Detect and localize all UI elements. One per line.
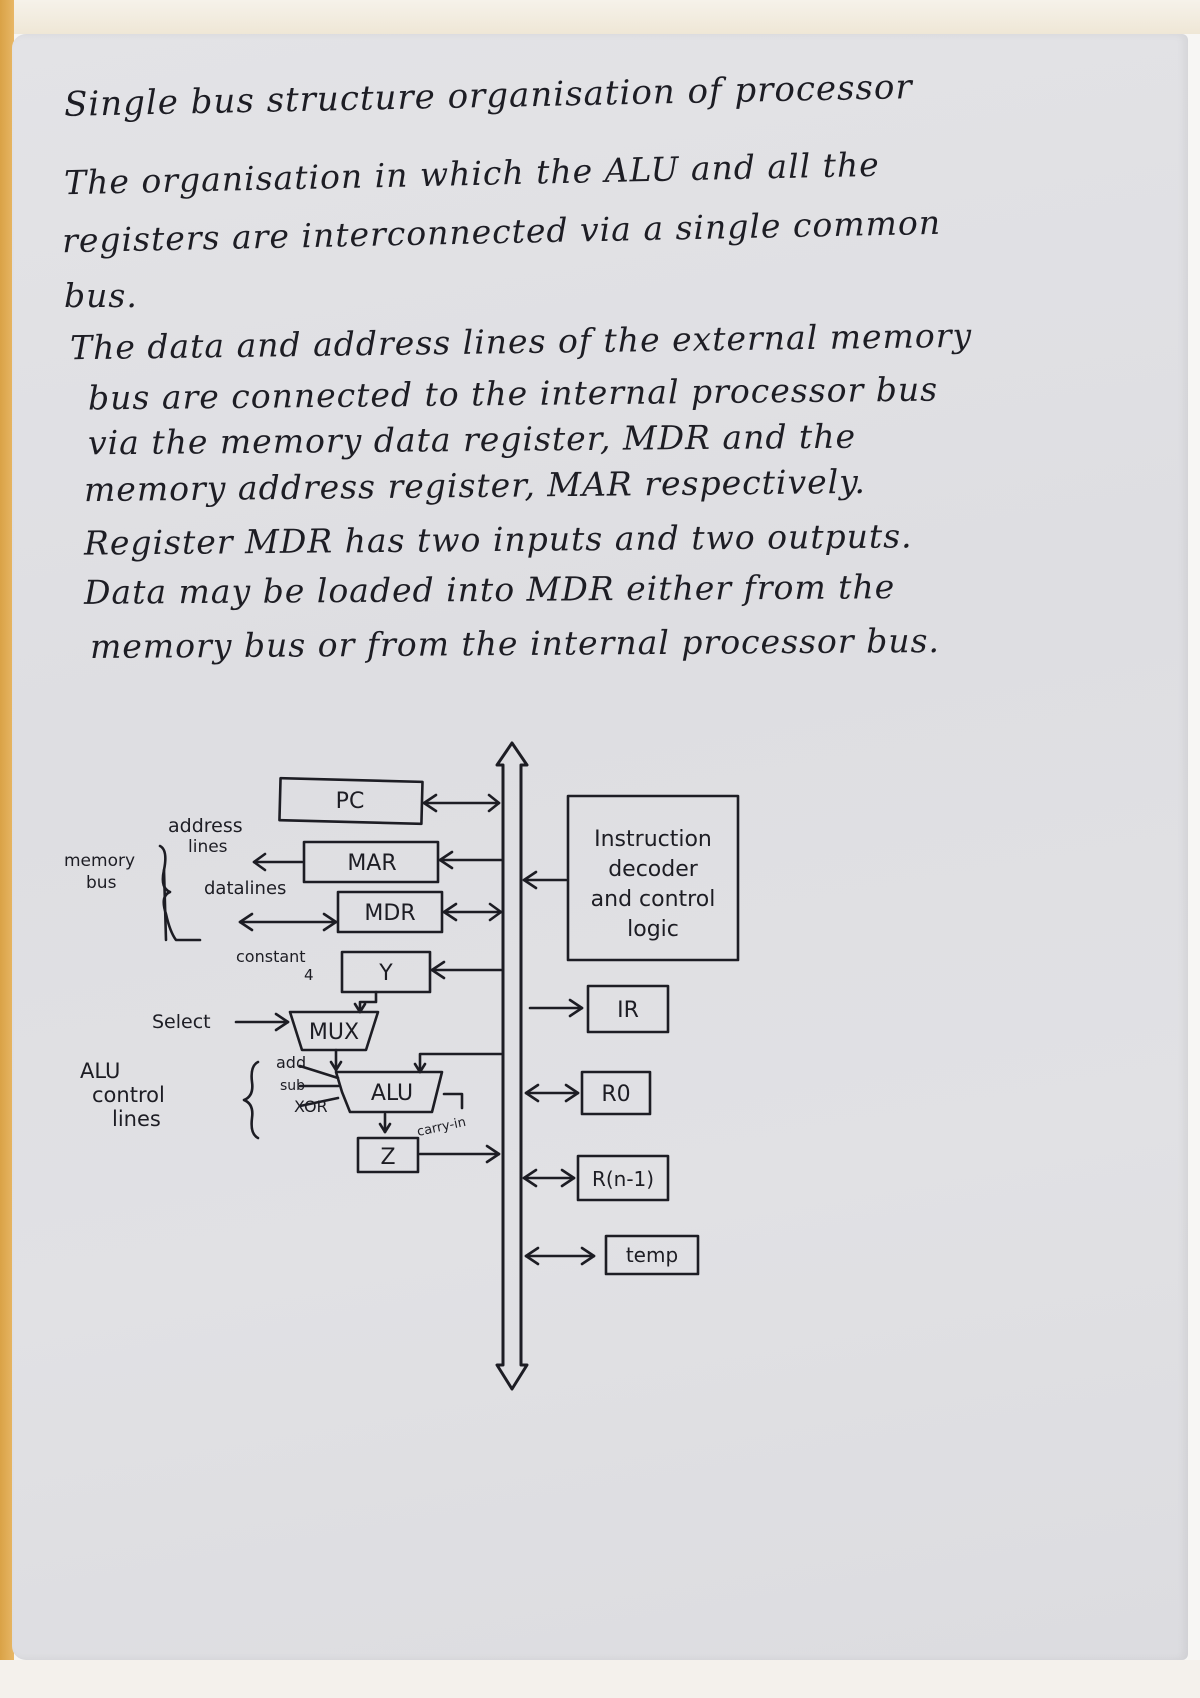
address-lines-label-2: lines xyxy=(188,837,228,857)
decoder-line-2: decoder xyxy=(608,857,699,882)
alu-control-brace xyxy=(242,1060,340,1140)
diagram-labels: memory bus address lines datalines const… xyxy=(64,815,467,1140)
instruction-decoder-block: Instruction decoder and control logic xyxy=(522,794,740,962)
paragraph1-line3: bus. xyxy=(64,276,138,315)
address-lines-label-1: address xyxy=(168,815,243,837)
ir-label: IR xyxy=(617,998,639,1023)
mdr-label: MDR xyxy=(364,901,415,926)
internal-bus xyxy=(495,741,529,1391)
alu: ALU xyxy=(334,1052,503,1134)
alu-label: ALU xyxy=(371,1081,413,1106)
table-background-top xyxy=(0,0,1200,34)
op-add-label: add xyxy=(276,1053,306,1072)
notebook-page xyxy=(12,34,1188,1660)
y-label: Y xyxy=(378,961,393,986)
carry-in-label: carry-in xyxy=(416,1115,468,1140)
table-edge-left xyxy=(0,0,14,1698)
decoder-line-1: Instruction xyxy=(594,827,712,852)
ir-register: IR xyxy=(528,984,670,1034)
rn1-label: R(n-1) xyxy=(592,1167,654,1191)
memory-bus-label-1: memory xyxy=(64,851,135,871)
alu-control-label-1: ALU xyxy=(80,1059,120,1083)
temp-label: temp xyxy=(626,1243,678,1267)
mdr-register: MDR xyxy=(238,890,503,934)
pc-label: PC xyxy=(336,789,365,814)
table-background-bottom xyxy=(0,1660,1200,1698)
z-label: Z xyxy=(380,1145,395,1170)
select-label: Select xyxy=(152,1011,211,1033)
memory-bus-brace xyxy=(158,844,202,942)
r0-register: R0 xyxy=(524,1070,652,1116)
pc-register: PC xyxy=(278,776,501,826)
decoder-line-4: logic xyxy=(627,917,679,942)
mux: MUX xyxy=(234,1010,380,1072)
mar-register: MAR xyxy=(252,840,503,884)
op-sub-label: sub xyxy=(280,1078,305,1094)
r0-label: R0 xyxy=(601,1082,630,1107)
z-register: Z xyxy=(356,1136,501,1174)
alu-control-label-3: lines xyxy=(112,1107,161,1131)
decoder-line-3: and control xyxy=(591,887,716,912)
data-lines-label: datalines xyxy=(204,878,286,899)
y-register: Y xyxy=(340,950,503,1014)
mar-label: MAR xyxy=(347,851,396,876)
constant-value: 4 xyxy=(304,966,314,984)
constant-label: constant xyxy=(236,947,306,966)
rn1-register: R(n-1) xyxy=(522,1154,670,1202)
alu-control-label-2: control xyxy=(92,1083,165,1107)
mux-label: MUX xyxy=(309,1020,359,1045)
memory-bus-label-2: bus xyxy=(86,873,117,893)
op-xor-label: XOR xyxy=(294,1097,328,1116)
temp-register: temp xyxy=(524,1234,700,1276)
